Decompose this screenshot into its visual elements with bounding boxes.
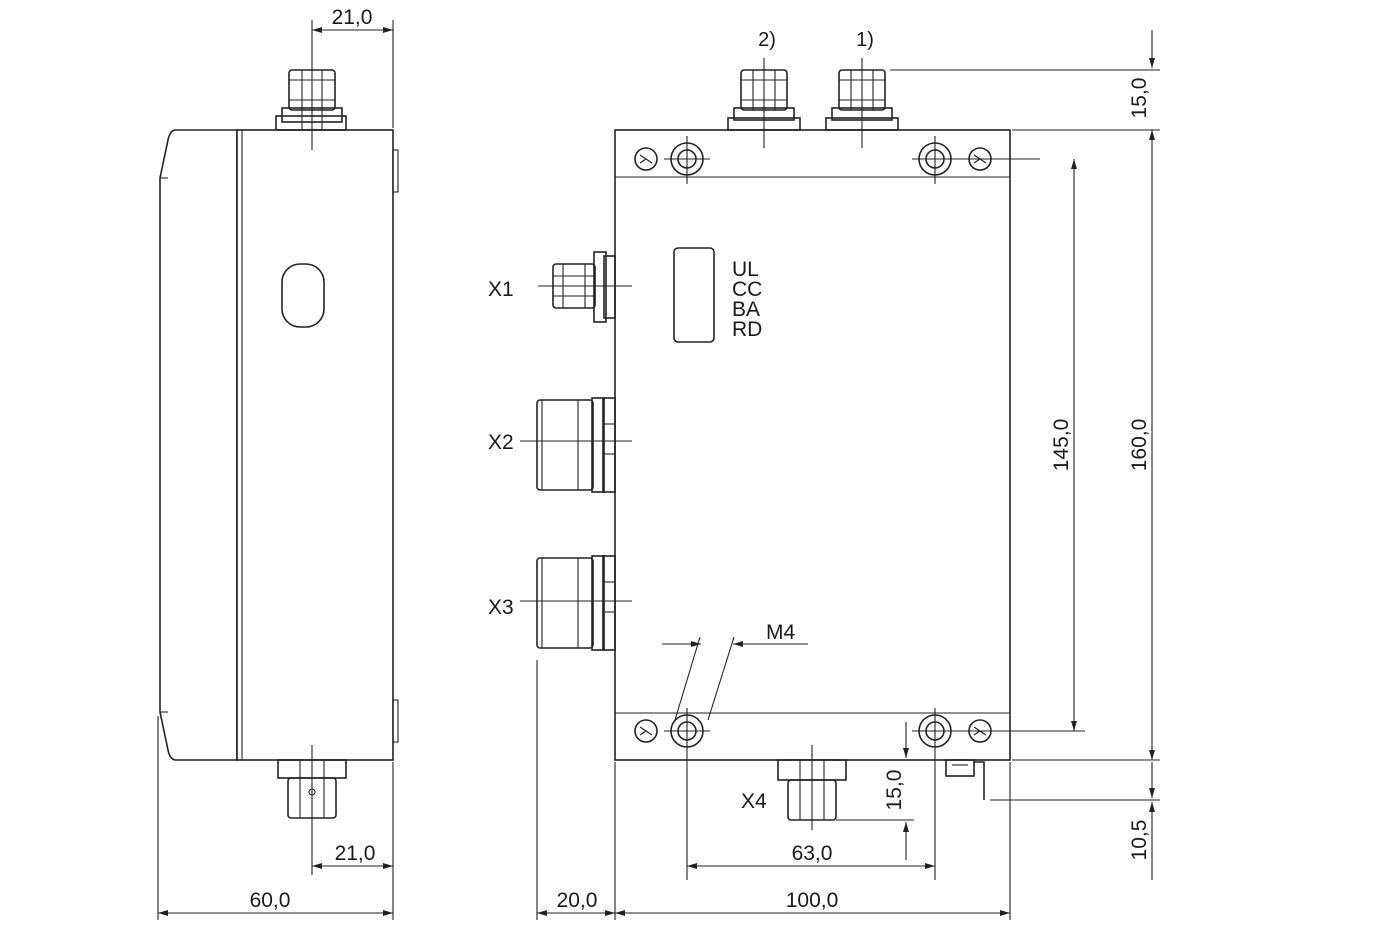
- dim-left-bottom-label: 21,0: [335, 842, 376, 865]
- dim-hole-spacing-y: 145,0: [1050, 159, 1077, 731]
- x2-label: X2: [488, 431, 514, 454]
- led-label-cc: CC: [732, 278, 762, 301]
- note-2-label: 2): [758, 29, 776, 51]
- dim-bottom-connector-label: 15,0: [883, 770, 906, 811]
- dim-left-top: 21,0: [312, 6, 394, 128]
- connector-x4: [777, 745, 847, 830]
- x1-label: X1: [488, 278, 514, 301]
- note-1-label: 1): [856, 29, 874, 51]
- side-view-lid: [159, 129, 238, 761]
- screw-top-left: [634, 147, 658, 171]
- side-top-connector: [275, 20, 347, 150]
- dim-left-bottom: 21,0: [312, 762, 394, 920]
- dim-front-width: 100,0: [615, 762, 1011, 920]
- dim-front-offset-label: 20,0: [557, 889, 598, 912]
- mount-hole-bottom-right: [912, 708, 1085, 880]
- led-window: [673, 247, 715, 343]
- connector-x3: [520, 555, 632, 651]
- screw-bottom-left: [634, 719, 658, 743]
- dim-front-width-label: 100,0: [786, 889, 839, 912]
- ground-terminal: [945, 759, 985, 800]
- screw-bottom-right: [968, 719, 992, 743]
- dim-bottom-connector: 15,0: [836, 722, 914, 860]
- side-view-body: [236, 129, 394, 761]
- dim-top-connector-label: 15,0: [1128, 78, 1151, 119]
- connector-x1: [538, 251, 632, 323]
- front-top-connector-2: [727, 58, 801, 148]
- front-top-connector-1: [825, 58, 899, 148]
- mount-hole-top-left: [664, 136, 710, 184]
- x3-label: X3: [488, 596, 514, 619]
- connector-x2: [520, 397, 632, 493]
- dim-total-height-label: 160,0: [1128, 419, 1151, 472]
- led-label-ba: BA: [732, 298, 760, 321]
- dim-left-depth-label: 60,0: [250, 889, 291, 912]
- screw-top-right: [968, 147, 992, 171]
- dim-left-depth: 60,0: [157, 716, 393, 920]
- mount-hole-top-right: [912, 136, 1040, 184]
- dim-hole-spacing-y-label: 145,0: [1050, 419, 1073, 472]
- dim-left-top-label: 21,0: [332, 6, 373, 29]
- side-view-window: [281, 263, 325, 328]
- side-view: 21,0 21,0 60,0: [157, 6, 399, 920]
- dim-ground-offset-label: 10,5: [1128, 820, 1151, 861]
- dim-top-connector: 15,0: [1128, 30, 1155, 132]
- dim-hole-spacing-x-label: 63,0: [792, 842, 833, 865]
- thread-callout: M4: [662, 621, 808, 721]
- dim-ground-offset: 10,5: [990, 762, 1160, 880]
- dim-hole-spacing-x: 63,0: [687, 842, 935, 869]
- thread-label: M4: [766, 621, 795, 644]
- led-label-rd: RD: [732, 318, 762, 341]
- mount-hole-bottom-left: [664, 708, 710, 880]
- front-view: UL CC BA RD 2) 1): [488, 29, 1160, 920]
- dim-total-height: 160,0: [890, 69, 1160, 761]
- led-label-ul: UL: [732, 258, 759, 281]
- side-bottom-connector: [277, 745, 347, 875]
- dim-front-offset: 20,0: [536, 660, 616, 920]
- x4-label: X4: [741, 790, 767, 813]
- front-view-body: [614, 129, 1011, 761]
